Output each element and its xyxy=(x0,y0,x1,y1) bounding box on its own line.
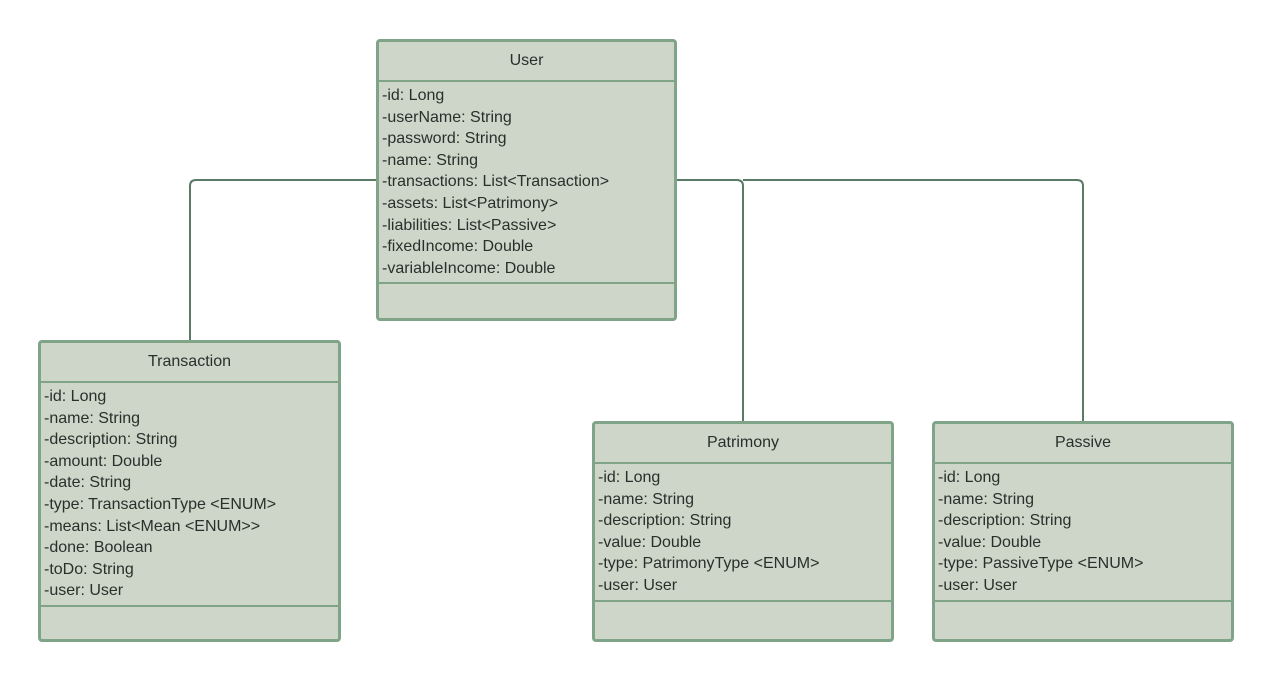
attribute: -means: List<Mean <ENUM>> xyxy=(44,517,261,535)
attribute: -id: Long xyxy=(44,388,107,405)
attribute: -password: String xyxy=(382,130,507,148)
attribute: -amount: Double xyxy=(44,452,163,470)
attribute: -name: String xyxy=(598,490,695,508)
attribute: -id: Long xyxy=(938,469,1001,486)
attribute: -type: PassiveType <ENUM> xyxy=(938,555,1144,573)
attribute: -user: User xyxy=(598,576,678,594)
attribute: -id: Long xyxy=(598,469,661,486)
attribute: -assets: List<Patrimony> xyxy=(382,194,559,212)
attribute: -transactions: List<Transaction> xyxy=(382,173,610,191)
attribute: -toDo: String xyxy=(44,560,134,578)
attribute-list: -id: Long -name: String -description: St… xyxy=(935,464,1231,602)
class-box-transaction[interactable]: Transaction -id: Long -name: String -des… xyxy=(38,340,341,642)
attribute: -id: Long xyxy=(382,87,445,104)
attribute: -variableIncome: Double xyxy=(382,259,556,277)
attribute: -description: String xyxy=(938,512,1072,530)
class-name: Transaction xyxy=(41,343,338,383)
class-box-passive[interactable]: Passive -id: Long -name: String -descrip… xyxy=(932,421,1234,642)
attribute: -type: TransactionType <ENUM> xyxy=(44,495,277,513)
attribute: -name: String xyxy=(44,409,141,427)
attribute-list: -id: Long -name: String -description: St… xyxy=(595,464,891,602)
attribute: -type: PatrimonyType <ENUM> xyxy=(598,555,820,573)
class-name: Passive xyxy=(935,424,1231,464)
attribute: -date: String xyxy=(44,474,132,492)
attribute: -userName: String xyxy=(382,108,512,126)
attribute-list: -id: Long -name: String -description: St… xyxy=(41,383,338,607)
attribute: -description: String xyxy=(44,431,178,449)
connector-user-passive xyxy=(743,179,1084,421)
attribute: -name: String xyxy=(382,151,479,169)
attribute: -user: User xyxy=(44,582,124,600)
attribute: -liabilities: List<Passive> xyxy=(382,216,557,234)
attribute: -done: Boolean xyxy=(44,539,153,557)
attribute: -fixedIncome: Double xyxy=(382,238,534,256)
attribute: -user: User xyxy=(938,576,1018,594)
attribute: -name: String xyxy=(938,490,1035,508)
connector-user-patrimony xyxy=(677,179,744,421)
attribute: -description: String xyxy=(598,512,732,530)
class-box-user[interactable]: User -id: Long -userName: String -passwo… xyxy=(376,39,677,321)
connector-user-transaction xyxy=(189,179,376,340)
attribute: -value: Double xyxy=(598,533,702,551)
class-name: Patrimony xyxy=(595,424,891,464)
class-box-patrimony[interactable]: Patrimony -id: Long -name: String -descr… xyxy=(592,421,894,642)
attribute: -value: Double xyxy=(938,533,1042,551)
attribute-list: -id: Long -userName: String -password: S… xyxy=(379,82,674,285)
class-name: User xyxy=(379,42,674,82)
